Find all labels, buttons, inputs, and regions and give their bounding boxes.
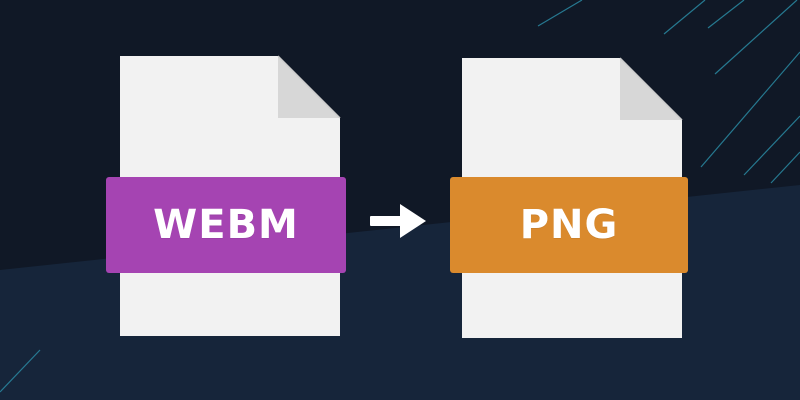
webm-label: WEBM [153, 202, 299, 248]
png-format-badge: PNG [450, 177, 688, 273]
arrow-right-icon [370, 204, 426, 238]
webm-format-badge: WEBM [106, 177, 346, 273]
png-label: PNG [519, 202, 619, 248]
